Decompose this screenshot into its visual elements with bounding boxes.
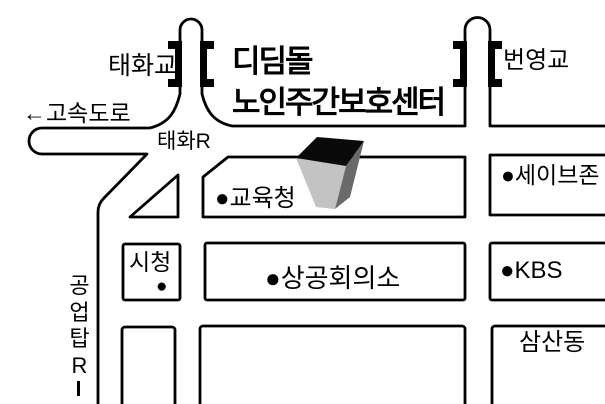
block-bottom-middle <box>198 324 467 404</box>
label-taehwa-rotary: 태화R <box>157 130 211 153</box>
map-title-line2: 노인주간보호센터 <box>232 85 446 120</box>
label-kbs: ●KBS <box>500 257 563 284</box>
road-bridges-and-top-edge <box>149 16 605 130</box>
bridge-mark-beonyeong-left-icon <box>453 41 467 87</box>
label-gongeoptap-rotary: 공업탑R <box>69 273 90 378</box>
label-samsan-dong: 삼산동 <box>519 329 586 356</box>
block-bottom-left <box>120 325 177 404</box>
block-save-zone <box>488 153 605 217</box>
map-title: 디딤돌 노인주간보호센터 <box>232 41 446 123</box>
label-taehwa-bridge: 태화교 <box>108 52 178 80</box>
block-city-hall <box>121 242 182 302</box>
block-samsan-dong <box>490 324 605 404</box>
center-building-marker <box>296 137 364 209</box>
label-highway-arrow: ←고속도로 <box>23 100 131 126</box>
road-left-horizontal-and-gongeoptap <box>27 126 150 404</box>
label-city-hall: 시청 <box>129 249 172 275</box>
label-beonyeong-bridge: 번영교 <box>503 47 570 74</box>
block-kbs <box>488 241 605 302</box>
bridge-mark-beonyeong-right-icon <box>488 41 502 87</box>
map-title-line1: 디딤돌 <box>232 44 314 79</box>
block-triangle <box>128 173 180 219</box>
label-chamber-of-commerce: ●상공회의소 <box>265 263 401 293</box>
label-save-zone: ●세이브존 <box>501 162 600 188</box>
label-education-office: ●교육청 <box>215 185 296 212</box>
building-marker-front-face <box>296 158 346 209</box>
road-continuation-tick <box>77 381 80 396</box>
bridge-mark-taehwa-left-icon <box>168 41 182 87</box>
label-city-hall-dot: ● <box>156 276 168 297</box>
bridge-mark-taehwa-right-icon <box>200 41 214 87</box>
building-marker-side-face <box>335 141 364 209</box>
building-marker-top-face <box>296 137 364 166</box>
block-chamber-of-commerce <box>203 241 467 302</box>
